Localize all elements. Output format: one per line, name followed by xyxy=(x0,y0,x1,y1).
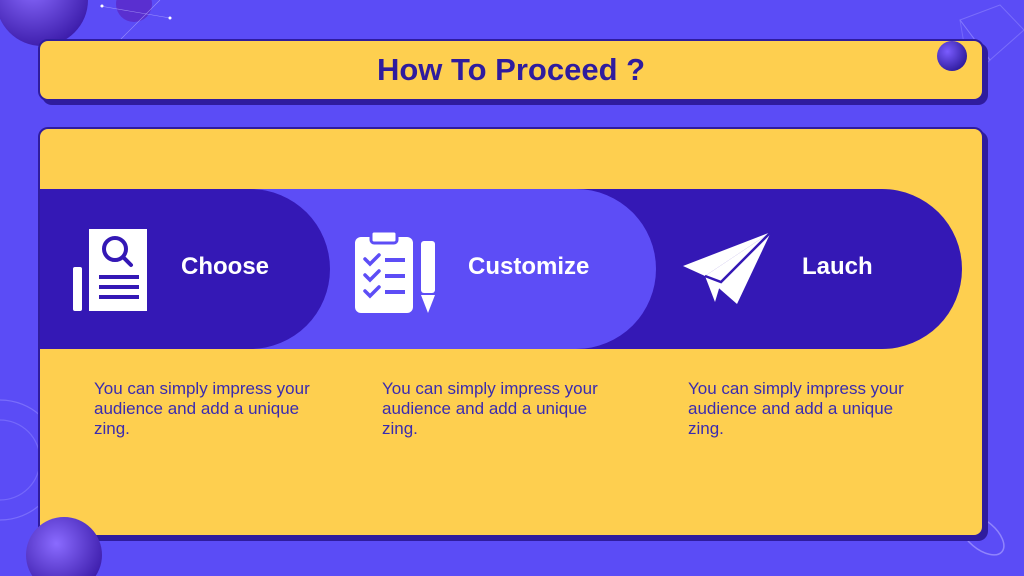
paper-plane-icon xyxy=(683,231,772,304)
step-label-launch: Lauch xyxy=(802,253,873,280)
page-title: How To Proceed ? xyxy=(376,52,646,87)
decorative-arcs-left xyxy=(0,399,40,521)
step-description-customize: You can simply impress your audience and… xyxy=(382,379,598,438)
decorative-sphere-title xyxy=(937,41,967,71)
process-panel: Choose You can simply impress your audie… xyxy=(38,127,984,537)
decorative-sphere-bottom-left xyxy=(26,517,102,576)
step-label-customize: Customize xyxy=(468,253,590,280)
document-search-icon xyxy=(73,229,147,311)
step-label-choose: Choose xyxy=(181,253,270,280)
title-bar: How To Proceed ? xyxy=(38,39,984,101)
step-description-choose: You can simply impress your audience and… xyxy=(94,379,310,438)
step-band-choose xyxy=(40,189,330,349)
decorative-network-top xyxy=(100,0,172,40)
decorative-sphere-top-left xyxy=(0,0,88,46)
step-description-launch: You can simply impress your audience and… xyxy=(688,379,904,438)
clipboard-checklist-icon xyxy=(355,229,435,313)
